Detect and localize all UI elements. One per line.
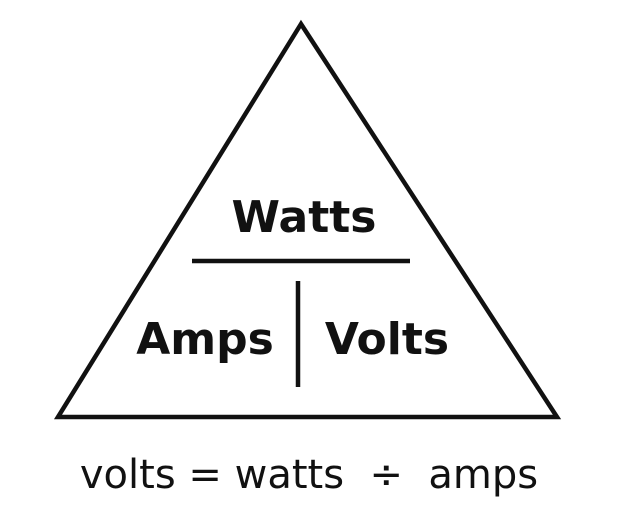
watts-label: Watts [232, 192, 377, 243]
formula-text: volts = watts ÷ amps [80, 452, 538, 498]
triangle-outline [53, 19, 562, 420]
volts-label: Volts [325, 314, 449, 365]
amps-label: Amps [136, 314, 274, 365]
